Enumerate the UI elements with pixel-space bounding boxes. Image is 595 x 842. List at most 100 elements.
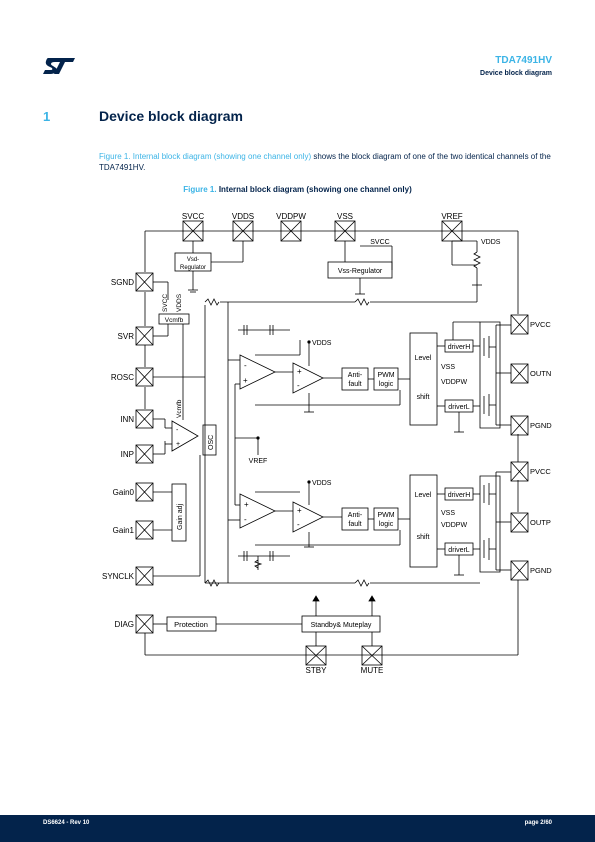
gain-adj-label: Gain adj (177, 503, 184, 530)
svg-text:-: - (244, 361, 247, 370)
figure-caption-text: Internal block diagram (showing one chan… (216, 185, 412, 194)
svg-text:+: + (176, 441, 180, 448)
section-number: 1 (43, 109, 51, 124)
svg-text:PWM: PWM (377, 372, 394, 379)
integrator-amp-top (239, 354, 276, 390)
pin-label-svcc: SVCC (182, 212, 204, 221)
vdds-amp-bottom: VDDS (312, 480, 332, 487)
svg-text:-: - (176, 427, 179, 434)
vsd-regulator-label-2: Regulator (180, 265, 206, 271)
svg-text:Anti-: Anti- (348, 372, 363, 379)
figure-number: Figure 1. (183, 185, 217, 194)
svg-text:VDDPW: VDDPW (441, 379, 467, 386)
svg-text:driverH: driverH (448, 344, 471, 351)
pin-label-vdds: VDDS (232, 212, 254, 221)
vref-mid-label: VREF (249, 458, 268, 465)
svg-text:VSS: VSS (441, 510, 455, 517)
pin-label-gain0: Gain0 (113, 488, 135, 497)
shift-label-top: shift (417, 394, 430, 401)
svcc-inner-label: SVCC (370, 239, 389, 246)
svg-text:fault: fault (348, 381, 361, 388)
level-label-top: Level (415, 355, 432, 362)
level-shift-bottom (409, 474, 438, 568)
pin-label-stby: STBY (306, 666, 328, 675)
shift-label-bottom: shift (417, 534, 430, 541)
vcmfb-vertical-label: Vcmfb (176, 399, 183, 418)
vdds-amp-top: VDDS (312, 340, 332, 347)
vdds-vertical-label: VDDS (176, 293, 183, 312)
svg-text:driverH: driverH (448, 492, 471, 499)
comparator-bottom (292, 501, 324, 533)
pin-label-vddpw: VDDPW (276, 212, 306, 221)
svg-text:VDDPW: VDDPW (441, 522, 467, 529)
pin-label-pgnd-1: PGND (530, 421, 552, 430)
svcc-vertical-label: SVCC (162, 294, 169, 312)
bottom-pin-labels: STBY MUTE (306, 666, 384, 675)
pin-label-sgnd: SGND (111, 278, 134, 287)
right-pin-labels: PVCC OUTN PGND PVCC OUTP PGND (530, 320, 552, 575)
standby-muteplay-block (301, 615, 381, 633)
left-pins (135, 272, 154, 634)
svg-text:PWM: PWM (377, 512, 394, 519)
vss-regulator-label: Vss-Regulator (338, 268, 383, 275)
top-pin-labels: SVCC VDDS VDDPW VSS VREF (182, 212, 463, 221)
pin-label-inp: INP (121, 450, 134, 459)
svg-text:+: + (244, 500, 249, 509)
svg-text:+: + (243, 376, 248, 385)
figure-caption: Figure 1. Internal block diagram (showin… (0, 185, 595, 194)
pin-label-synclk: SYNCLK (102, 572, 135, 581)
pin-label-rosc: ROSC (111, 373, 134, 382)
pin-label-pgnd-2: PGND (530, 566, 552, 575)
osc-label: OSC (208, 435, 215, 450)
vdds-inner-label: VDDS (481, 239, 501, 246)
footer-bar (0, 815, 595, 842)
pin-label-outp: OUTP (530, 518, 551, 527)
pin-label-diag: DIAG (114, 620, 134, 629)
footer-page-number: page 2/60 (524, 820, 552, 826)
pin-label-pvcc-1: PVCC (530, 320, 551, 329)
svg-text:fault: fault (348, 521, 361, 528)
svg-text:-: - (244, 515, 247, 524)
svg-text:logic: logic (379, 521, 394, 528)
svg-text:logic: logic (379, 381, 394, 388)
pin-label-gain1: Gain1 (113, 526, 135, 535)
svg-text:Anti-: Anti- (348, 512, 363, 519)
standby-muteplay-label: Standby& Muteplay (311, 622, 372, 629)
input-amplifier (171, 420, 199, 452)
svg-text:-: - (297, 520, 300, 529)
doc-title: TDA7491HV (495, 55, 552, 66)
top-pins (182, 220, 463, 242)
pin-label-vss: VSS (337, 212, 353, 221)
section-title: Device block diagram (99, 108, 243, 124)
figure-link[interactable]: Figure 1. Internal block diagram (showin… (99, 152, 312, 161)
doc-subtitle: Device block diagram (480, 70, 552, 77)
svg-text:-: - (297, 381, 300, 390)
svg-text:driverL: driverL (448, 547, 470, 554)
pin-label-vref: VREF (441, 212, 462, 221)
comparator-top (292, 362, 324, 394)
pin-label-svr: SVR (118, 332, 135, 341)
bottom-pins (305, 645, 383, 666)
footer-doc-id: DS6624 - Rev 10 (43, 820, 90, 826)
pin-label-outn: OUTN (530, 369, 551, 378)
protection-label: Protection (174, 620, 208, 629)
pin-label-mute: MUTE (361, 666, 384, 675)
gain-adj-block (171, 483, 187, 542)
level-label-bottom: Level (415, 492, 432, 499)
vcmfb-label: Vcmfb (165, 317, 184, 324)
vsd-regulator-label: Vsd- (187, 257, 199, 263)
intro-paragraph: Figure 1. Internal block diagram (showin… (99, 151, 554, 173)
svg-text:+: + (297, 367, 302, 376)
level-shift-top (409, 332, 438, 426)
intro-text: shows the block diagram of one of the tw… (99, 152, 551, 172)
pin-label-inn: INN (120, 415, 134, 424)
st-logo (43, 58, 75, 74)
pin-label-pvcc-2: PVCC (530, 467, 551, 476)
osc-block (202, 424, 217, 456)
frame-lines (144, 230, 519, 656)
svg-text:+: + (297, 506, 302, 515)
svg-text:driverL: driverL (448, 404, 470, 411)
vcmfb-block (158, 313, 190, 325)
left-pin-labels: SGND SVR ROSC INN INP Gain0 Gain1 SYNCLK… (102, 278, 135, 629)
